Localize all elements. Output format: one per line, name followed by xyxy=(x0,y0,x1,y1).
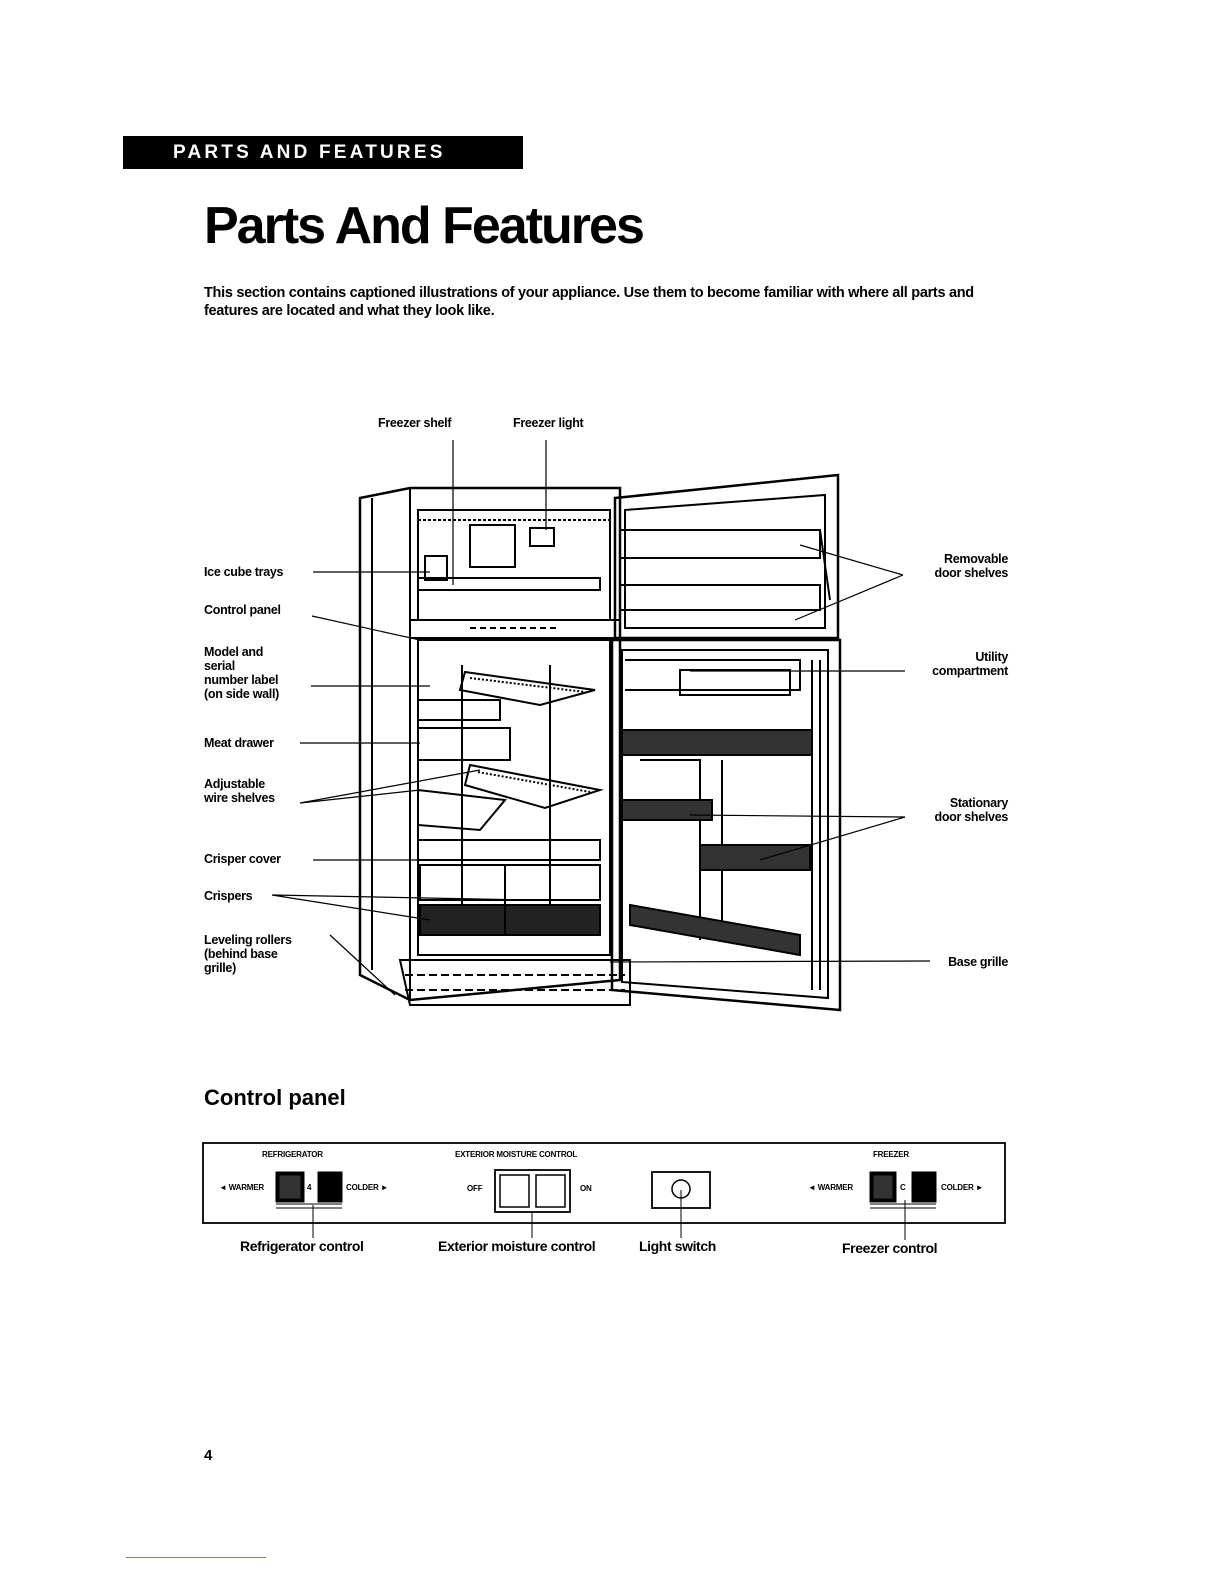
label-leveling-line1: Leveling rollers xyxy=(204,933,292,947)
freezer-setting: C xyxy=(900,1183,906,1192)
freezer-title: FREEZER xyxy=(873,1150,909,1159)
control-panel-heading: Control panel xyxy=(204,1085,346,1110)
label-removable-line2: door shelves xyxy=(934,566,1008,580)
label-base-grille: Base grille xyxy=(948,955,1008,969)
label-leveling-line3: grille) xyxy=(204,961,236,975)
label-stationary-line2: door shelves xyxy=(934,810,1008,824)
caption-moisture-control: Exterior moisture control xyxy=(438,1238,596,1254)
label-utility-compartment: Utility compartment xyxy=(880,650,1008,678)
label-adjustable-wire-shelves: Adjustable wire shelves xyxy=(204,777,275,805)
label-utility-line2: compartment xyxy=(932,664,1008,678)
moisture-title: EXTERIOR MOISTURE CONTROL xyxy=(455,1150,578,1159)
intro-paragraph: This section contains captioned illustra… xyxy=(204,285,974,319)
refrigerator-colder: COLDER ► xyxy=(346,1183,389,1192)
label-crisper-cover: Crisper cover xyxy=(204,852,281,866)
footer-divider xyxy=(126,1557,266,1558)
refrigerator-setting: 4 xyxy=(307,1183,312,1192)
refrigerator-warmer: ◄ WARMER xyxy=(219,1183,264,1192)
label-removable-line1: Removable xyxy=(944,552,1008,566)
caption-light-switch: Light switch xyxy=(639,1238,716,1254)
label-model-serial-line3: number label xyxy=(204,673,279,687)
freezer-warmer: ◄ WARMER xyxy=(808,1183,853,1192)
label-model-serial-line2: serial xyxy=(204,659,235,673)
label-model-serial: Model and serial number label (on side w… xyxy=(204,645,279,701)
label-stationary-door-shelves: Stationary door shelves xyxy=(880,796,1008,824)
moisture-on: ON xyxy=(580,1184,592,1193)
label-freezer-shelf: Freezer shelf xyxy=(378,416,452,430)
label-freezer-light: Freezer light xyxy=(513,416,584,430)
label-control-panel: Control panel xyxy=(204,603,281,617)
caption-freezer-control: Freezer control xyxy=(842,1240,938,1256)
label-removable-door-shelves: Removable door shelves xyxy=(880,552,1008,580)
label-adjustable-line2: wire shelves xyxy=(204,791,275,805)
label-meat-drawer: Meat drawer xyxy=(204,736,274,750)
label-stationary-line1: Stationary xyxy=(949,796,1008,810)
label-crispers: Crispers xyxy=(204,889,253,903)
moisture-off: OFF xyxy=(467,1184,483,1193)
label-utility-line1: Utility xyxy=(975,650,1008,664)
label-ice-cube-trays: Ice cube trays xyxy=(204,565,284,579)
label-model-serial-line4: (on side wall) xyxy=(204,687,279,701)
page-number: 4 xyxy=(204,1447,213,1464)
label-leveling-rollers: Leveling rollers (behind base grille) xyxy=(204,933,292,975)
caption-refrigerator-control: Refrigerator control xyxy=(240,1238,364,1254)
refrigerator-title: REFRIGERATOR xyxy=(262,1150,323,1159)
refrigerator-illustration xyxy=(271,440,931,1012)
label-adjustable-line1: Adjustable xyxy=(204,777,265,791)
section-header-text: PARTS AND FEATURES xyxy=(173,142,446,163)
section-header-bar: PARTS AND FEATURES xyxy=(123,136,523,169)
page-title: Parts And Features xyxy=(204,197,645,255)
freezer-colder: COLDER ► xyxy=(941,1183,984,1192)
label-leveling-line2: (behind base xyxy=(204,947,278,961)
label-model-serial-line1: Model and xyxy=(204,645,264,659)
